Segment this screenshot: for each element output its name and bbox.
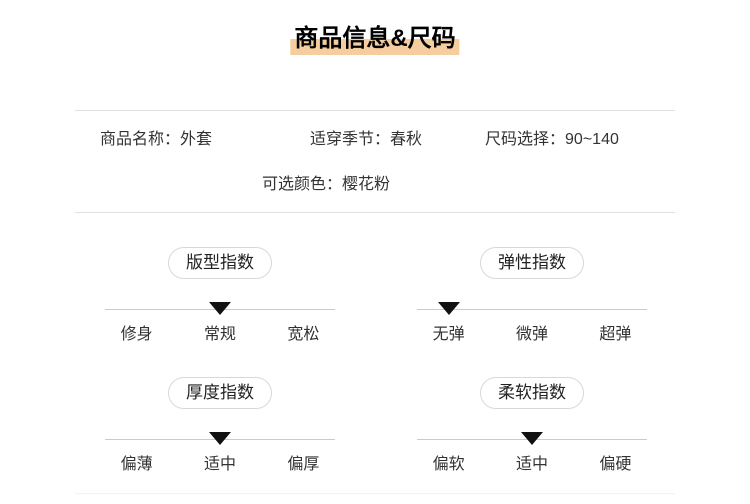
option-label: 微弹 [515,326,548,343]
indicator-options: 偏软 适中 偏硬 [407,455,657,475]
info-colon: ： [326,176,343,193]
indicator-group-elasticity: 弹性指数 无弹 微弹 超弹 [407,247,657,345]
indicator-options: 无弹 微弹 超弹 [407,325,657,345]
info-colon: ： [164,131,181,148]
indicator-pill-thickness: 厚度指数 [168,377,272,409]
option-label: 适中 [515,456,548,473]
indicator-options: 修身 常规 宽松 [95,325,345,345]
arrow-down-marker-icon [209,432,231,445]
indicator-scale [95,423,345,445]
indicator-title: 厚度指数 [186,383,254,402]
indicator-group-fit: 版型指数 修身 常规 宽松 [95,247,345,345]
indicator-scale [95,293,345,315]
option-label: 适中 [203,456,236,473]
info-label: 尺码选择 [485,131,550,148]
info-item-size-range: 尺码选择：90~140 [485,130,619,150]
info-colon: ： [549,131,566,148]
indicator-title: 版型指数 [186,253,254,272]
info-item-season: 适穿季节：春秋 [310,130,422,150]
scale-line [417,309,647,310]
indicator-options: 偏薄 适中 偏厚 [95,455,345,475]
option-label: 偏软 [432,456,465,473]
page-title: 商品信息&尺码 [290,25,460,55]
info-value: 90~140 [565,131,619,148]
info-value: 春秋 [390,131,423,148]
info-label: 适穿季节 [310,131,375,148]
option-label: 宽松 [287,326,320,343]
indicator-pill-elasticity: 弹性指数 [480,247,584,279]
info-label: 商品名称 [100,131,165,148]
option-label: 常规 [203,326,236,343]
divider-top [75,110,675,111]
option-label: 修身 [120,326,153,343]
indicator-group-softness: 柔软指数 偏软 适中 偏硬 [407,377,657,475]
info-value: 外套 [180,131,213,148]
indicator-group-thickness: 厚度指数 偏薄 适中 偏厚 [95,377,345,475]
indicator-title: 柔软指数 [498,383,566,402]
page-title-text: 商品信息&尺码 [294,25,456,52]
title-highlight [290,39,460,55]
indicator-pill-softness: 柔软指数 [480,377,584,409]
indicator-scale [407,293,657,315]
option-label: 无弹 [432,326,465,343]
divider-middle [75,212,675,213]
arrow-down-marker-icon [521,432,543,445]
indicator-pill-fit: 版型指数 [168,247,272,279]
divider-bottom [75,493,675,494]
info-label: 可选颜色 [262,176,327,193]
indicator-title: 弹性指数 [498,253,566,272]
info-item-product-name: 商品名称：外套 [100,130,212,150]
option-label: 超弹 [599,326,632,343]
option-label: 偏硬 [599,456,632,473]
arrow-down-marker-icon [437,302,460,315]
info-value: 樱花粉 [342,176,391,193]
arrow-down-marker-icon [209,302,231,315]
info-colon: ： [374,131,391,148]
indicator-scale [407,423,657,445]
option-label: 偏薄 [120,456,153,473]
option-label: 偏厚 [287,456,320,473]
info-item-color: 可选颜色：樱花粉 [262,175,390,195]
